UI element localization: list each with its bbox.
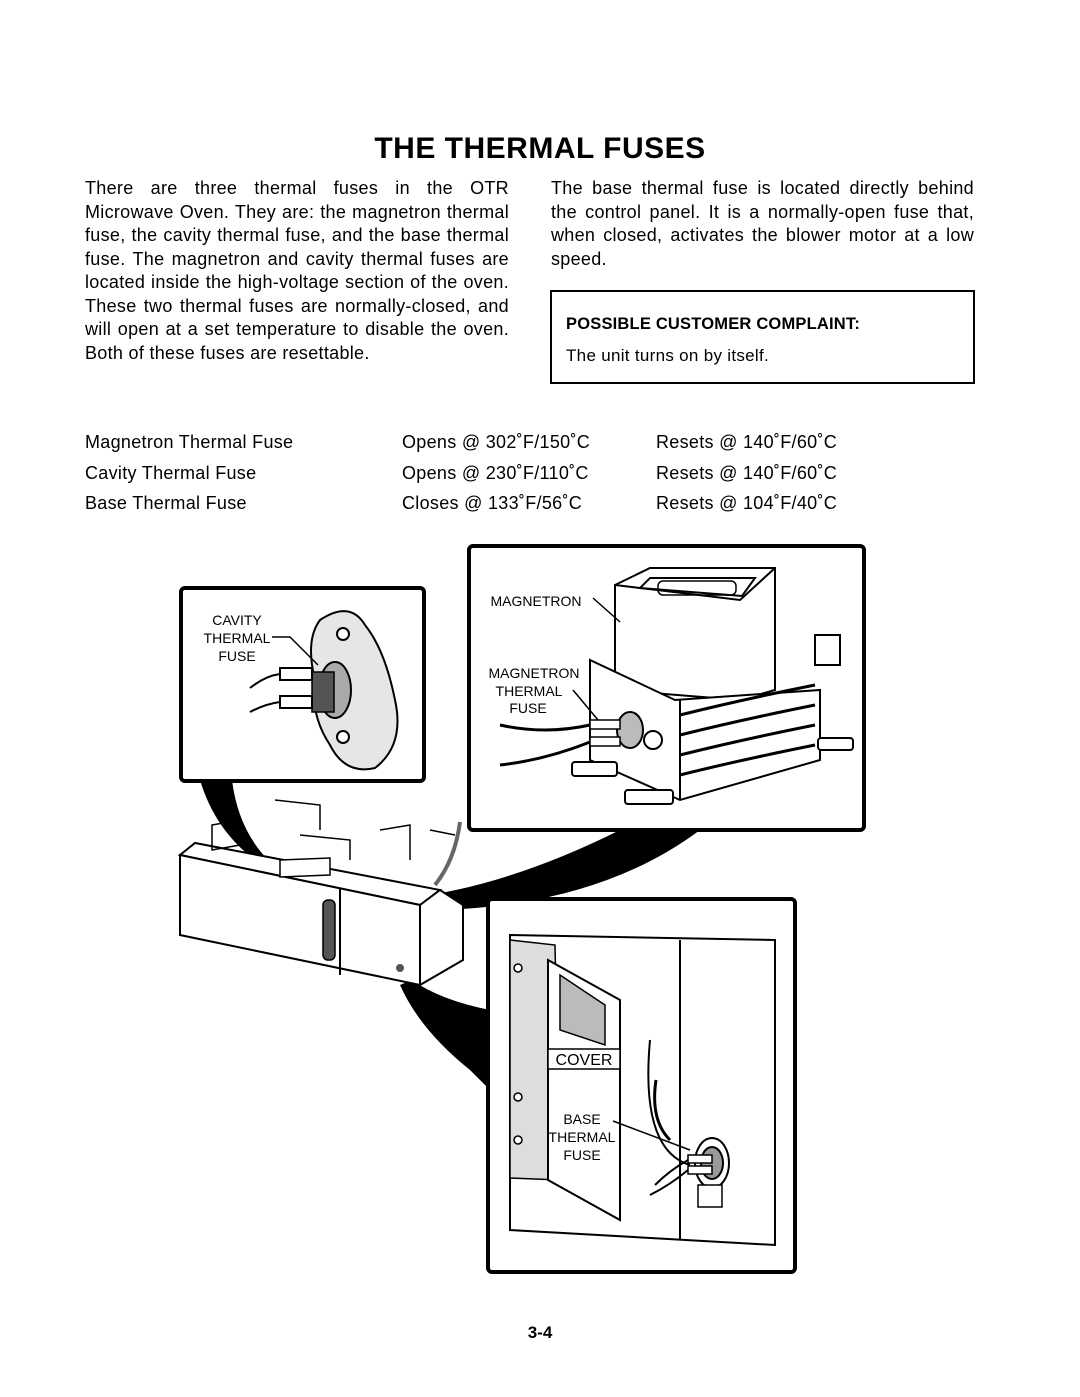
magnetron-fuse-label-line2: THERMAL: [496, 683, 563, 699]
complaint-text: The unit turns on by itself.: [566, 346, 770, 365]
fuse-action: Opens @ 230˚F/110˚C: [402, 463, 589, 483]
magnetron-fuse-label-line1: MAGNETRON: [489, 665, 580, 681]
cavity-callout-wedge: [200, 780, 290, 878]
base-fuse-inset: COVER BASE THERMAL FUSE: [486, 897, 797, 1274]
magnetron-fuse-label-line3: FUSE: [509, 700, 546, 716]
base-fuse-label-line1: BASE: [563, 1111, 600, 1127]
fuse-action: Closes @ 133˚F/56˚C: [402, 493, 583, 513]
base-fuse-paragraph: The base thermal fuse is located directl…: [551, 178, 974, 269]
cavity-fuse-inset: CAVITY THERMAL FUSE: [179, 586, 426, 783]
cavity-fuse-label-line1: CAVITY: [212, 612, 262, 628]
microwave-oven-illustration: [177, 799, 464, 987]
base-callout-wedge: [400, 980, 490, 1090]
complaint-heading: POSSIBLE CUSTOMER COMPLAINT:: [566, 315, 861, 333]
complaint-box: POSSIBLE CUSTOMER COMPLAINT: The unit tu…: [550, 290, 975, 384]
base-fuse-label-line3: FUSE: [563, 1147, 600, 1163]
fuse-name: Cavity Thermal Fuse: [85, 463, 257, 483]
magnetron-label: MAGNETRON: [491, 593, 582, 609]
base-fuse-label-line2: THERMAL: [549, 1129, 616, 1145]
fuse-reset: Resets @ 140˚F/60˚C: [656, 432, 838, 452]
fuse-name: Base Thermal Fuse: [85, 493, 247, 513]
cover-label-box: [547, 1048, 621, 1070]
cavity-fuse-label-line3: FUSE: [218, 648, 255, 664]
fuse-spec-row: Base Thermal Fuse Closes @ 133˚F/56˚C Re…: [85, 493, 885, 517]
fuse-reset: Resets @ 104˚F/40˚C: [656, 493, 838, 513]
fuse-reset: Resets @ 140˚F/60˚C: [656, 463, 838, 483]
page-title: THE THERMAL FUSES: [374, 132, 706, 165]
magnetron-callout-wedge: [430, 830, 700, 910]
fuse-spec-row: Cavity Thermal Fuse Opens @ 230˚F/110˚C …: [85, 463, 885, 487]
cavity-fuse-label-line2: THERMAL: [204, 630, 271, 646]
fuse-spec-row: Magnetron Thermal Fuse Opens @ 302˚F/150…: [85, 432, 885, 456]
magnetron-inset: MAGNETRON MAGNETRON THERMAL FUSE: [467, 544, 866, 832]
fuse-action: Opens @ 302˚F/150˚C: [402, 432, 591, 452]
page-number: 3-4: [527, 1323, 553, 1342]
fuse-name: Magnetron Thermal Fuse: [85, 432, 294, 452]
intro-paragraph: There are three thermal fuses in the OTR…: [85, 178, 509, 363]
cover-label: COVER: [556, 1052, 613, 1069]
